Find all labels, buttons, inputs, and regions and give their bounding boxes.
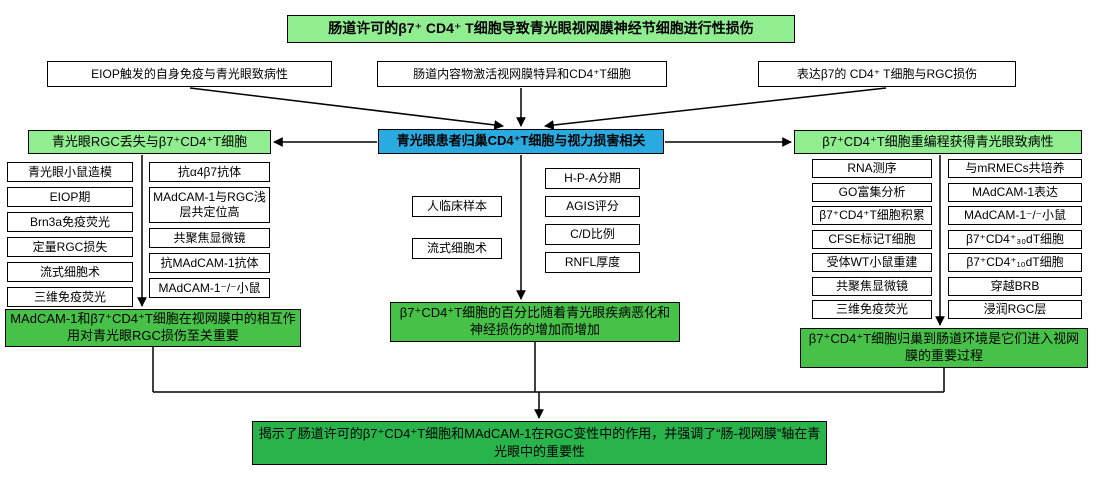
right-col2-item: MAdCAM-1⁻/⁻小鼠 (948, 206, 1082, 225)
mid-col2-item: H-P-A分期 (545, 168, 640, 189)
right-col2-item: MAdCAM-1表达 (948, 183, 1082, 202)
top-node-eiop-autoimmunity: EIOP触发的自身免疫与青光眼致病性 (47, 61, 332, 87)
mid-col2-item: C/D比例 (545, 224, 640, 245)
mid-col2-item: AGIS评分 (545, 196, 640, 217)
left-col1-item: 定量RGC损失 (7, 237, 133, 257)
arrow-topright-to-center (544, 87, 887, 130)
left-col2-item: MAdCAM-1与RGC浅层共定位高 (149, 187, 270, 223)
left-col2-item: 抗MAdCAM-1抗体 (149, 253, 270, 273)
left-summary: MAdCAM-1和β7⁺CD4⁺T细胞在视网膜中的相互作用对青光眼RGC损伤至关… (5, 309, 301, 347)
right-col2-item: β7⁺CD4⁺₁₀dT细胞 (948, 253, 1082, 272)
left-col2-item: 抗α4β7抗体 (149, 162, 270, 182)
mid-col1-item: 流式细胞术 (412, 238, 502, 259)
left-col1-item: Brn3a免疫荧光 (7, 212, 133, 232)
right-col2-item: β7⁺CD4⁺₃₀dT细胞 (948, 230, 1082, 249)
top-node-beta7-cd4-rgc: 表达β7的 CD4⁺ T细胞与RGC损伤 (758, 61, 1016, 87)
middle-summary: β7⁺CD4⁺T细胞的百分比随着青光眼疾病恶化和神经损伤的增加而增加 (390, 302, 680, 342)
left-col1-item: 流式细胞术 (7, 262, 133, 282)
center-node-homing-cd4: 青光眼患者归巢CD4⁺T细胞与视力损害相关 (378, 129, 664, 154)
top-node-gut-contents-activate: 肠道内容物激活视网膜特异和CD4⁺T细胞 (377, 61, 667, 87)
right-branch-header: β7⁺CD4⁺T细胞重编程获得青光眼致病性 (794, 130, 1082, 154)
right-col1-item: β7⁺CD4⁺T细胞积累 (812, 206, 932, 225)
right-col1-item: 受体WT小鼠重建 (812, 253, 932, 272)
arrow-topleft-to-center (189, 87, 504, 130)
left-col1-item: EIOP期 (7, 187, 133, 207)
right-col2-item: 与mRMECs共培养 (948, 159, 1082, 178)
right-summary: β7⁺CD4⁺T细胞归巢到肠道环境是它们进入视网膜的重要过程 (800, 328, 1088, 368)
right-col1-item: CFSE标记T细胞 (812, 230, 932, 249)
left-branch-header: 青光眼RGC丢失与β7⁺CD4⁺T细胞 (28, 130, 271, 154)
left-col2-item: MAdCAM-1⁻/⁻小鼠 (149, 278, 270, 298)
diagram-title: 肠道许可的β7⁺ CD4⁺ T细胞导致青光眼视网膜神经节细胞进行性损伤 (287, 15, 795, 43)
right-col1-item: GO富集分析 (812, 183, 932, 202)
left-col1-item: 三维免疫荧光 (7, 287, 133, 307)
conclusion-box: 揭示了肠道许可的β7⁺CD4⁺T细胞和MAdCAM-1在RGC变性中的作用，并强… (252, 421, 827, 465)
right-col1-item: RNA测序 (812, 159, 932, 178)
right-col2-item: 浸润RGC层 (948, 300, 1082, 319)
right-col1-item: 三维免疫荧光 (812, 300, 932, 319)
mid-col1-item: 人临床样本 (412, 196, 502, 217)
right-col1-item: 共聚焦显微镜 (812, 277, 932, 296)
mid-col2-item: RNFL厚度 (545, 252, 640, 273)
left-col2-item: 共聚焦显微镜 (149, 228, 270, 248)
left-col1-item: 青光眼小鼠造模 (7, 162, 133, 182)
right-col2-item: 穿越BRB (948, 277, 1082, 296)
